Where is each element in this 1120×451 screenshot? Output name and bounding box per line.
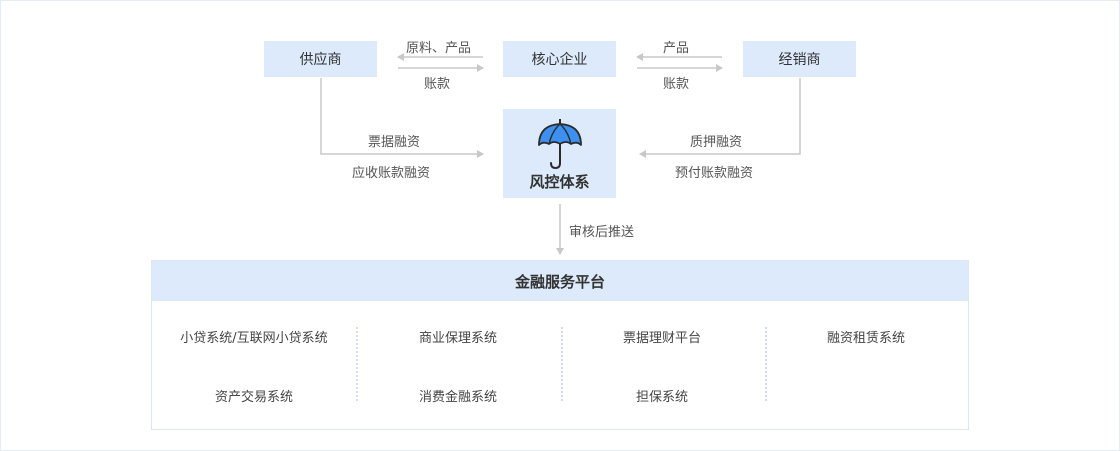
flow-label-payment-left: 账款 (424, 77, 451, 92)
flow-label-receivable-financing: 应收账款融资 (352, 166, 431, 181)
flow-label-raw-products: 原料、产品 (406, 41, 472, 56)
financial-platform-title: 金融服务平台 (152, 261, 968, 301)
distributor-label: 经销商 (778, 52, 821, 68)
column-divider (765, 327, 767, 401)
supplier-label: 供应商 (299, 52, 342, 68)
column-divider (356, 327, 358, 401)
financial-platform: 金融服务平台 小贷系统/互联网小贷系统 商业保理系统 票据理财平台 融资租赁系统… (151, 260, 969, 430)
system-leasing: 融资租赁系统 (826, 331, 905, 346)
flow-label-prepayment-financing: 预付账款融资 (675, 166, 754, 181)
core-enterprise-node: 核心企业 (503, 41, 616, 77)
system-guarantee: 担保系统 (635, 390, 688, 405)
risk-control-title: 风控体系 (529, 173, 590, 191)
flow-label-bill-financing: 票据融资 (368, 135, 421, 150)
system-bill-wealth: 票据理财平台 (622, 331, 701, 346)
supplier-node: 供应商 (264, 41, 377, 77)
system-microloan: 小贷系统/互联网小贷系统 (180, 331, 328, 346)
umbrella-icon (538, 119, 582, 170)
flow-label-review-push: 审核后推送 (569, 225, 635, 240)
flow-label-products: 产品 (663, 41, 690, 56)
system-factoring: 商业保理系统 (418, 331, 497, 346)
flow-label-pledge-financing: 质押融资 (690, 135, 743, 150)
arrow-supplier-to-risk (320, 78, 484, 158)
column-divider (561, 327, 563, 401)
risk-control-node: 风控体系 (503, 109, 616, 198)
system-asset-trading: 资产交易系统 (214, 390, 293, 405)
distributor-node: 经销商 (743, 41, 856, 77)
arrow-distributor-to-risk (639, 78, 801, 158)
flow-label-payment-right: 账款 (663, 77, 690, 92)
core-enterprise-label: 核心企业 (531, 52, 588, 68)
system-consumer-finance: 消费金融系统 (418, 390, 497, 405)
